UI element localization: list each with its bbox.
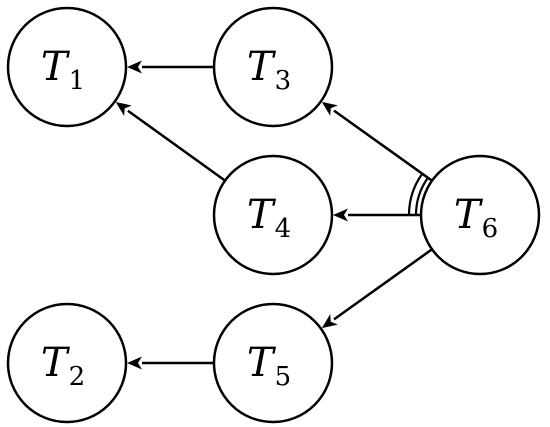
edge-t6-to-t5 bbox=[333, 248, 433, 321]
node-t4: T4 bbox=[212, 154, 334, 276]
node-circle bbox=[212, 6, 334, 128]
node-label: T4 bbox=[247, 192, 291, 244]
node-t3: T3 bbox=[212, 6, 334, 128]
node-circle bbox=[419, 154, 541, 276]
node-label: T3 bbox=[247, 44, 291, 96]
node-label-subscript: 5 bbox=[275, 362, 292, 392]
arrowhead-t6-to-t4 bbox=[333, 208, 348, 222]
conjunction-layer bbox=[407, 173, 429, 216]
arrowhead-t4-to-t1 bbox=[115, 102, 132, 117]
arrowhead-t5-to-t2 bbox=[127, 356, 142, 370]
node-label-base: T bbox=[247, 192, 277, 238]
node-t1: T1 bbox=[6, 6, 128, 128]
node-label-base: T bbox=[247, 44, 277, 90]
node-label-base: T bbox=[247, 340, 277, 386]
node-label-subscript: 2 bbox=[69, 362, 86, 392]
node-t5: T5 bbox=[212, 302, 334, 424]
node-label-subscript: 6 bbox=[482, 214, 499, 244]
arrowhead-t3-to-t1 bbox=[127, 60, 142, 74]
node-t6: T6 bbox=[419, 154, 541, 276]
node-label-subscript: 3 bbox=[275, 66, 292, 96]
edges-layer bbox=[115, 60, 433, 370]
node-label-base: T bbox=[454, 192, 484, 238]
node-label-base: T bbox=[41, 44, 71, 90]
node-circle bbox=[6, 302, 128, 424]
node-label-base: T bbox=[41, 340, 71, 386]
node-label: T6 bbox=[454, 192, 498, 244]
node-label-subscript: 1 bbox=[69, 66, 86, 96]
conjunction-arc-2 bbox=[407, 173, 424, 216]
edge-t6-to-t3 bbox=[333, 109, 433, 182]
arrowhead-t6-to-t5 bbox=[321, 314, 338, 329]
node-label: T1 bbox=[41, 44, 85, 96]
edge-t4-to-t1 bbox=[127, 109, 226, 182]
node-label-subscript: 4 bbox=[275, 214, 292, 244]
node-circle bbox=[6, 6, 128, 128]
node-label: T2 bbox=[41, 340, 85, 392]
arrowhead-t6-to-t3 bbox=[321, 101, 338, 116]
node-t2: T2 bbox=[6, 302, 128, 424]
node-circle bbox=[212, 302, 334, 424]
node-circle bbox=[212, 154, 334, 276]
node-label: T5 bbox=[247, 340, 291, 392]
conjunction-arc-1 bbox=[414, 177, 429, 216]
